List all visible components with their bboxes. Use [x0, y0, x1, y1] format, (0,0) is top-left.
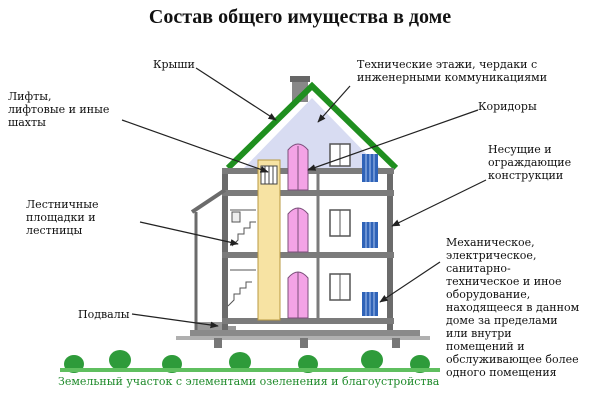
label-corridors: Коридоры — [478, 100, 537, 113]
roof — [225, 81, 399, 171]
grass — [60, 350, 440, 373]
label-stairs: Лестничные площадки и лестницы — [26, 198, 99, 237]
label-equipment: Механическое, электрическое, санитарно- … — [446, 236, 580, 379]
foundation-piles — [214, 338, 400, 348]
staircase — [227, 209, 256, 307]
label-tech-floors: Технические этажи, чердаки с инженерными… — [357, 58, 548, 84]
stair-annex — [190, 188, 227, 330]
diagram-title: Состав общего имущества в доме — [148, 6, 452, 28]
label-basements: Подвалы — [78, 308, 130, 321]
lift-shaft — [257, 159, 281, 321]
ground-slab — [190, 330, 420, 338]
label-roofs: Крыши — [153, 58, 195, 71]
label-land: Земельный участок с элементами озеленени… — [58, 375, 440, 388]
label-lifts: Лифты, лифтовые и иные шахты — [8, 90, 110, 129]
basement-steps — [196, 322, 236, 330]
label-walls: Несущие и ограждающие конструкции — [488, 143, 572, 182]
leader-arrows — [121, 67, 487, 329]
